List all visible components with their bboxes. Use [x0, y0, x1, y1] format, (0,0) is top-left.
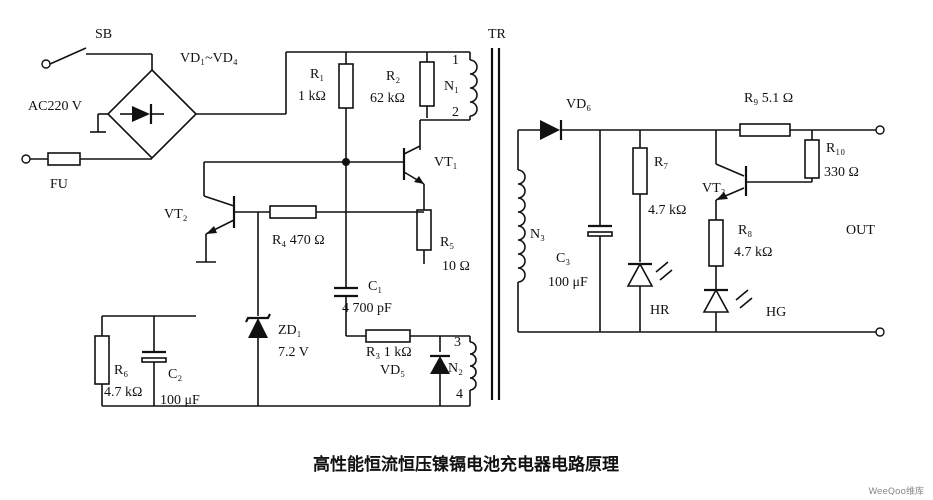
diode-vd6 — [540, 120, 560, 140]
led-hr — [626, 262, 654, 287]
zd1-value: 7.2 V — [278, 345, 309, 360]
sb-switch-blade — [49, 47, 87, 65]
resistor-r7 — [632, 147, 648, 195]
resistor-r10 — [804, 139, 820, 179]
r5-value: 10 Ω — [442, 259, 470, 274]
vd1-vd4-label: VD₁~VD₄ — [180, 51, 238, 66]
diagram-title: 高性能恒流恒压镍镉电池充电器电路原理 — [313, 454, 619, 475]
ac-input-section: SB AC220 V FU VD₁~VD₄ — [21, 27, 286, 192]
r6-value: 4.7 kΩ — [104, 385, 142, 400]
r10-value: 330 Ω — [824, 165, 859, 180]
output-terminal-negative — [875, 327, 885, 337]
n2-label: N₂ — [448, 361, 463, 376]
resistor-r6 — [94, 335, 110, 385]
watermark: WeeQoo维库 — [868, 485, 924, 497]
winding-n3 — [517, 169, 526, 283]
fu-label: FU — [50, 177, 68, 192]
sb-terminal — [41, 59, 51, 69]
vd6-label: VD₆ — [566, 97, 591, 112]
sb-label: SB — [95, 27, 112, 42]
r3-label: R₃ 1 kΩ — [366, 345, 412, 360]
c2-value: 100 μF — [160, 393, 200, 408]
c1-value: 4 700 pF — [342, 301, 392, 316]
vt3-emitter-arrow-icon — [716, 192, 728, 200]
c1-name: C₁ — [368, 279, 382, 294]
out-label: OUT — [846, 223, 875, 238]
r5-name: R₅ — [440, 235, 454, 250]
resistor-r9 — [739, 123, 791, 137]
c3-value: 100 μF — [548, 275, 588, 290]
ac-label: AC220 V — [28, 99, 82, 114]
r4-label: R₄ 470 Ω — [272, 233, 325, 248]
zener-zd1 — [248, 318, 268, 338]
vt1-label: VT₁ — [434, 155, 458, 170]
resistor-r1 — [338, 63, 354, 109]
r8-value: 4.7 kΩ — [734, 245, 772, 260]
r9-label: R₉ 5.1 Ω — [744, 91, 793, 106]
output-terminal-positive — [875, 125, 885, 135]
hg-light-ray-icon — [735, 289, 749, 301]
resistor-r4 — [269, 205, 317, 219]
r7-value: 4.7 kΩ — [648, 203, 686, 218]
winding-n2 — [469, 341, 477, 391]
primary-section: R₁ 1 kΩ R₂ 62 kΩ 1 N₁ 2 TR VT₁ R₅ — [94, 27, 507, 408]
capacitor-c3-plate-bottom — [587, 231, 613, 237]
n2-pin4: 4 — [456, 387, 463, 402]
n3-label: N₃ — [530, 227, 545, 242]
vd5-label: VD₅ — [380, 363, 405, 378]
resistor-r3 — [365, 329, 411, 343]
c3-name: C₃ — [556, 251, 570, 266]
vt2-label: VT₂ — [164, 207, 188, 222]
r6-name: R₆ — [114, 363, 128, 378]
r8-name: R₈ — [738, 223, 752, 238]
ac-terminal-lower — [21, 154, 31, 164]
vt3-label: VT₃ — [702, 181, 726, 196]
r1-value: 1 kΩ — [298, 89, 326, 104]
n2-pin3: 3 — [454, 335, 461, 350]
led-hg — [702, 288, 730, 313]
n1-pin2: 2 — [452, 105, 459, 120]
hr-label: HR — [650, 303, 670, 318]
r10-name: R₁₀ — [826, 141, 845, 156]
resistor-r2 — [419, 61, 435, 107]
bridge-diode-icon — [132, 106, 150, 122]
resistor-r5 — [416, 209, 432, 251]
r1-name: R₁ — [310, 67, 324, 82]
n1-label: N₁ — [444, 79, 459, 94]
zd1-name: ZD₁ — [278, 323, 302, 338]
resistor-r8 — [708, 219, 724, 267]
winding-n1 — [469, 59, 478, 117]
bridge-rectifier — [106, 68, 198, 160]
r2-value: 62 kΩ — [370, 91, 405, 106]
c2-name: C₂ — [168, 367, 182, 382]
secondary-section: N₃ VD₆ C₃ 100 μF R₇ 4.7 kΩ HR VT₃ — [517, 91, 885, 337]
hg-label: HG — [766, 305, 786, 320]
vt2-emitter-arrow-icon — [206, 226, 217, 234]
tr-label: TR — [488, 27, 507, 42]
r7-name: R₇ — [654, 155, 668, 170]
capacitor-c2-plate-bottom — [141, 357, 167, 363]
n1-pin1: 1 — [452, 53, 459, 68]
hr-light-ray-icon — [655, 261, 669, 273]
fuse-fu — [47, 152, 81, 166]
vt1-emitter-arrow-icon — [414, 176, 424, 184]
diode-vd5 — [430, 356, 450, 374]
r2-name: R₂ — [386, 69, 400, 84]
